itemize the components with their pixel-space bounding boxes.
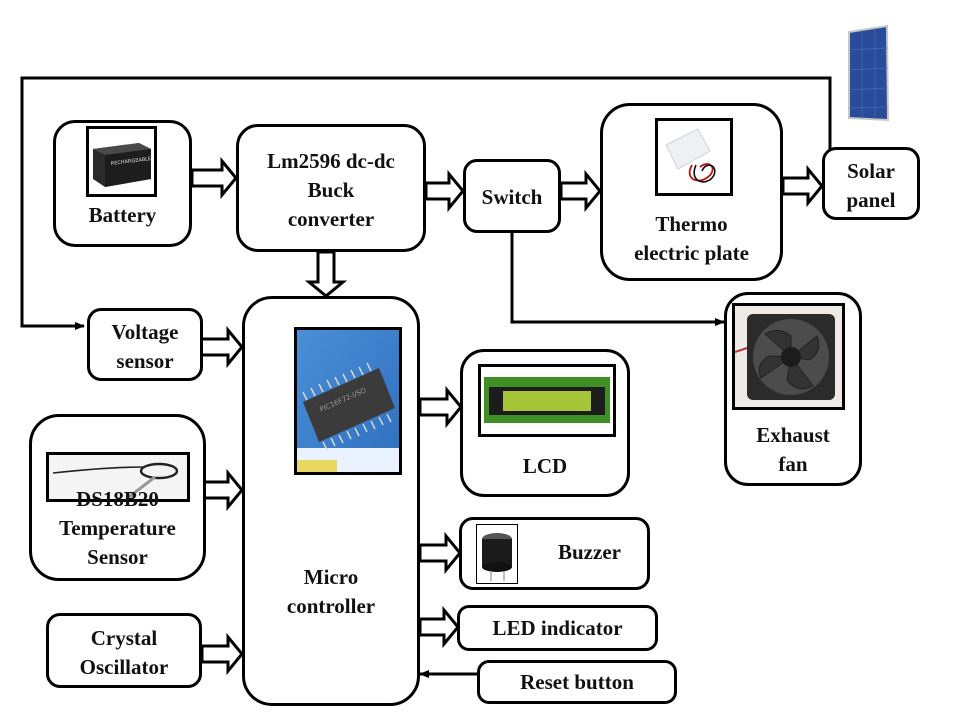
connector-solar-to-voltage-sensor [20, 76, 832, 330]
reset-button-label: Reset button [520, 670, 634, 694]
lcd-module-image [478, 364, 616, 437]
arrow-voltage-to-micro [199, 325, 244, 369]
svg-text:RECHARGEABLE: RECHARGEABLE [111, 156, 152, 167]
arrow-micro-to-buzzer [418, 531, 462, 575]
block-arrows [190, 156, 824, 676]
lcd-label: LCD [522, 454, 568, 478]
switch-label: Switch [481, 185, 543, 209]
buck-converter-label: Lm2596 dc-dc Buck converter [267, 149, 395, 231]
voltage-sensor-block: Voltage sensor [87, 308, 203, 381]
temperature-sensor-label: DS18B20 Temperature Sensor [59, 487, 176, 569]
exhaust-fan-block: Exhaust fan [724, 292, 862, 486]
solar-panel-block: Solar panel [822, 147, 920, 220]
buzzer-image [476, 524, 518, 584]
voltage-sensor-label: Voltage sensor [111, 320, 179, 373]
thermo-electric-plate-label: Thermo electric plate [634, 212, 749, 265]
solar-panel-label: Solar panel [846, 159, 896, 212]
arrow-micro-to-lcd [418, 385, 463, 429]
battery-label: Battery [88, 203, 157, 227]
peltier-module-image [655, 118, 733, 196]
arrow-buck-to-switch [424, 169, 465, 213]
arrow-switch-to-thermo [559, 169, 602, 213]
thermo-electric-plate-block: Thermo electric plate [600, 103, 783, 281]
buck-converter-block: Lm2596 dc-dc Buck converter [236, 124, 426, 252]
led-indicator-block: LED indicator [457, 605, 658, 651]
arrow-temp-to-micro [202, 468, 244, 512]
lcd-block: LCD [460, 349, 630, 497]
microcontroller-label: Micro controller [286, 565, 376, 618]
arrow-micro-to-led [418, 605, 460, 649]
temperature-sensor-block: DS18B20 Temperature Sensor [29, 414, 206, 581]
connector-switch-to-fan [510, 232, 725, 326]
buzzer-block: Buzzer [459, 517, 650, 590]
temperature-probe-image [46, 452, 190, 502]
crystal-oscillator-label: Crystal Oscillator [79, 626, 169, 679]
exhaust-fan-label: Exhaust fan [756, 423, 830, 476]
arrow-buck-to-micro [304, 250, 348, 298]
crystal-oscillator-block: Crystal Oscillator [46, 613, 202, 688]
microcontroller-block: PIC16F72-I/SO Micro controller [242, 296, 420, 706]
arrow-crystal-to-micro [200, 632, 244, 676]
arrow-thermo-to-solar [781, 164, 824, 208]
buzzer-label: Buzzer [558, 540, 621, 564]
battery-image: RECHARGEABLE [86, 126, 157, 197]
led-indicator-label: LED indicator [492, 616, 623, 640]
pic-chip-image: PIC16F72-I/SO [294, 327, 402, 475]
reset-button-block[interactable]: Reset button [477, 660, 677, 704]
arrow-battery-to-buck [190, 156, 238, 200]
switch-block: Switch [463, 159, 561, 233]
battery-block: RECHARGEABLE Battery [53, 120, 192, 247]
solar-panel-image [848, 24, 890, 122]
fan-image [732, 303, 845, 410]
